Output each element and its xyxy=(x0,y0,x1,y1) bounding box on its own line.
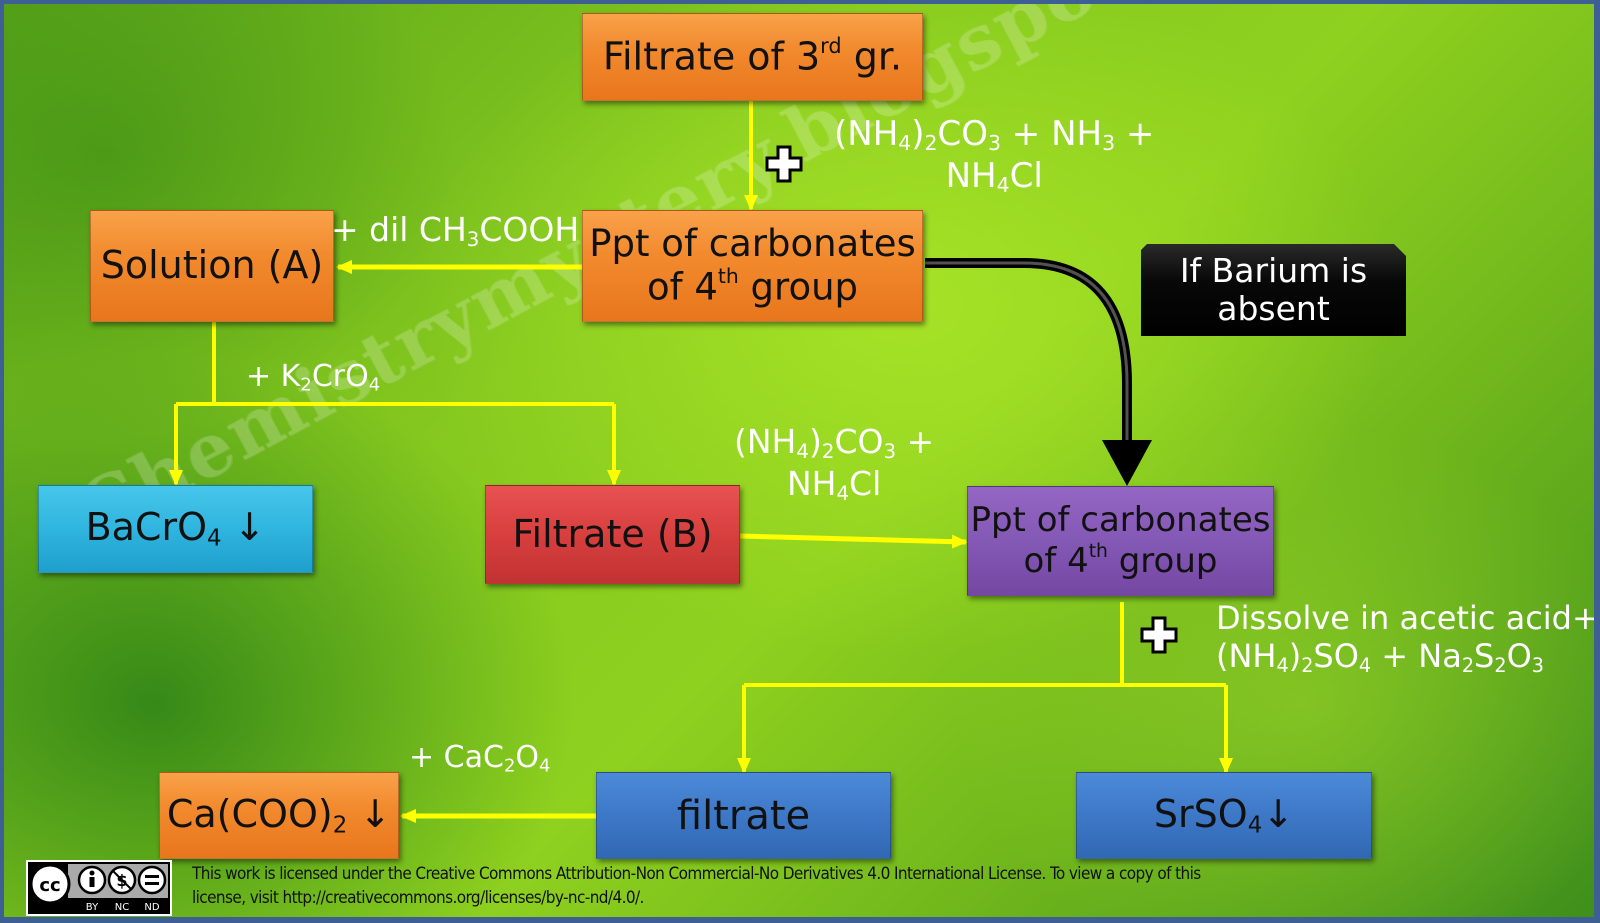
node-text: group xyxy=(1107,540,1218,581)
node-srso4: SrSO4↓ xyxy=(1076,772,1372,859)
node-filtrate-3rd-group: Filtrate of 3rd gr. xyxy=(582,13,923,101)
node-text: gr. xyxy=(841,35,903,80)
note-text: If Barium is xyxy=(1179,251,1368,291)
license-link[interactable]: license, visit http://creativecommons.or… xyxy=(192,888,644,908)
superscript: rd xyxy=(820,34,842,59)
node-filtrate: filtrate xyxy=(596,772,891,859)
reagent-label-dissolve: Dissolve in acetic acid+ (NH4)2SO4 + Na2… xyxy=(1216,599,1594,678)
reagent-label-step-b: (NH4)2CO3 + NH4Cl xyxy=(734,422,935,505)
subscript: 2 xyxy=(332,812,348,839)
node-text: Filtrate of 3 xyxy=(602,35,821,80)
precipitate-arrow-icon: ↓ xyxy=(347,791,392,836)
superscript: th xyxy=(717,264,739,289)
node-text: Ca(COO) xyxy=(166,791,333,836)
connector-arrows xyxy=(169,101,1233,823)
note-barium-absent: If Barium is absent xyxy=(1141,244,1406,336)
node-ppt-carbonates-4th-group: Ppt of carbonates of 4th group xyxy=(582,210,923,322)
flowchart-canvas: Chemistrymystery.blogspot.in xyxy=(4,4,1594,917)
reagent-label-k2cro4: + K2CrO4 xyxy=(246,359,381,396)
node-text: group xyxy=(738,265,859,309)
node-bacro4: BaCrO4 ↓ xyxy=(38,485,313,573)
cc-by-nc-nd-icon: cc $ BY NC ND xyxy=(28,862,170,914)
reagent-label-cac2o4: + CaC2O4 xyxy=(409,740,551,777)
svg-text:cc: cc xyxy=(39,875,60,896)
svg-text:BY: BY xyxy=(86,902,99,913)
node-text: of 4th group xyxy=(1024,541,1218,581)
subscript: 4 xyxy=(1247,812,1263,839)
arrow-filtrate-b-to-purple xyxy=(739,533,968,549)
license-text: This work is licensed under the Creative… xyxy=(192,864,1201,884)
svg-text:ND: ND xyxy=(144,902,159,913)
subscript: 4 xyxy=(206,525,222,552)
superscript: th xyxy=(1088,540,1108,562)
reagent-label-dil-acetic: + dil CH3COOH xyxy=(331,210,580,251)
note-text: absent xyxy=(1217,289,1330,328)
plus-icon xyxy=(1140,616,1178,654)
precipitate-arrow-icon: ↓ xyxy=(221,505,266,550)
creative-commons-badge[interactable]: cc $ BY NC ND xyxy=(26,860,172,916)
reagent-label-step1: (NH4)2CO3 + NH3 + NH4Cl xyxy=(834,114,1155,197)
svg-text:NC: NC xyxy=(115,902,129,913)
node-text: BaCrO xyxy=(85,505,207,550)
precipitate-arrow-icon: ↓ xyxy=(1262,791,1295,836)
node-text: Ppt of carbonates xyxy=(589,221,916,265)
node-text: of 4 xyxy=(1023,540,1089,581)
node-ppt-carbonates-purple: Ppt of carbonates of 4th group xyxy=(967,486,1274,596)
node-text: of 4 xyxy=(646,265,718,309)
node-solution-a: Solution (A) xyxy=(90,210,334,322)
node-text: SrSO xyxy=(1153,791,1248,836)
plus-icon xyxy=(765,145,803,183)
node-filtrate-b: Filtrate (B) xyxy=(485,485,740,584)
node-text: of 4th group xyxy=(647,265,858,309)
node-calcium-oxalate: Ca(COO)2 ↓ xyxy=(159,772,399,859)
node-text: Ppt of carbonates xyxy=(970,500,1271,541)
license-notice: This work is licensed under the Creative… xyxy=(192,862,1201,910)
